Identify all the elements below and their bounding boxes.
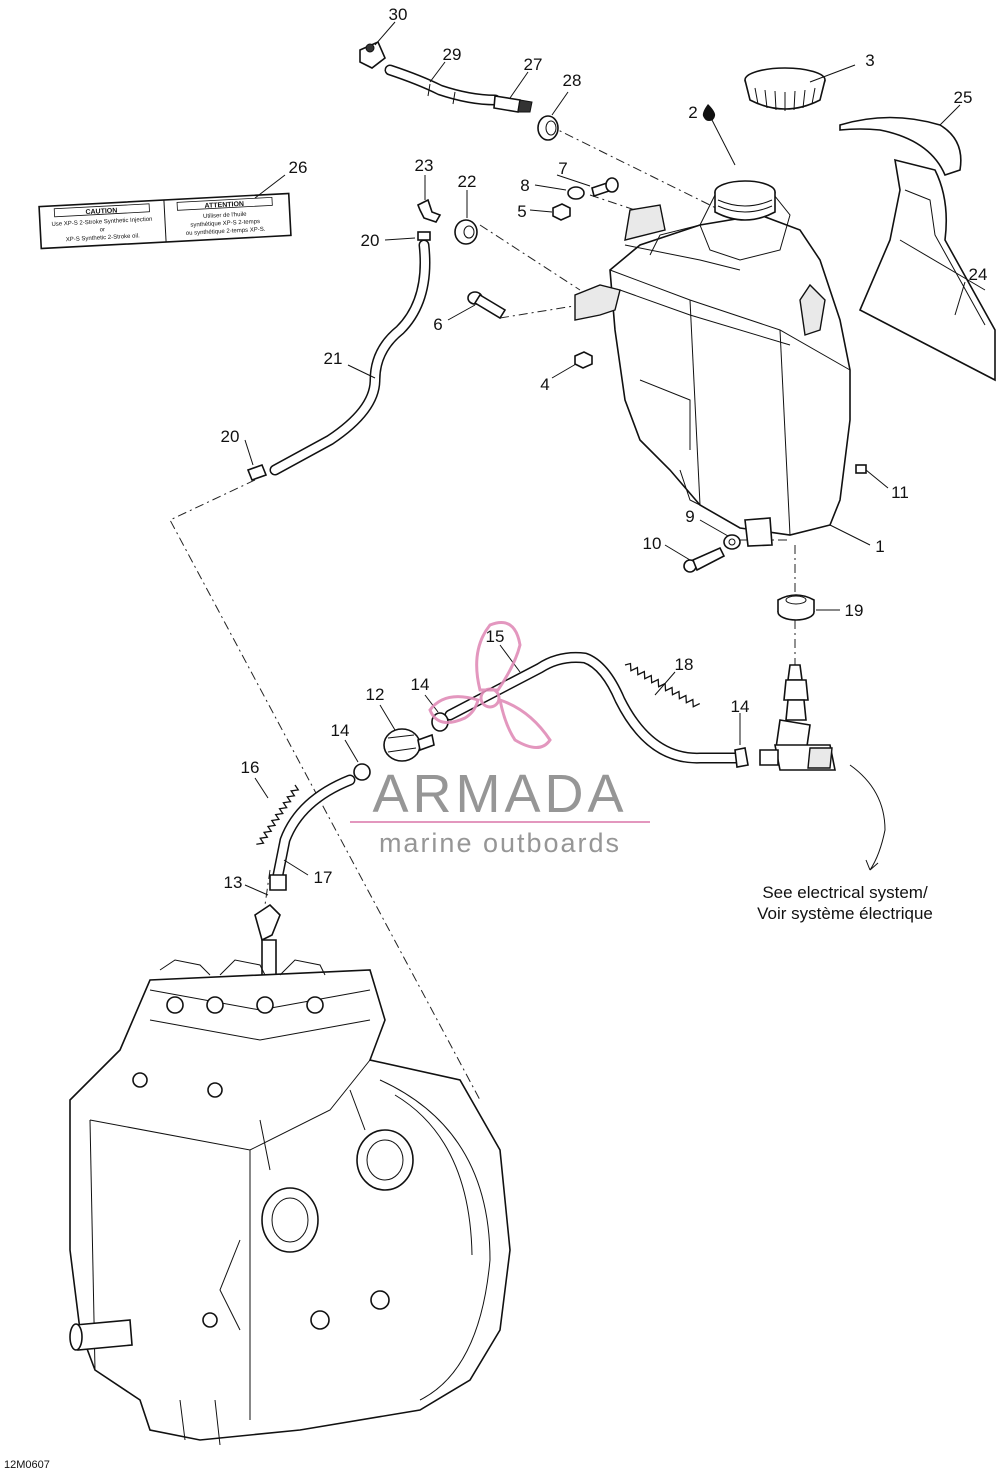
callout-6: 6 (433, 315, 442, 334)
spring-18 (624, 662, 701, 708)
callout-3: 3 (865, 51, 874, 70)
callout-28: 28 (563, 71, 582, 90)
engine-block (69, 959, 511, 1446)
vent-hose (246, 239, 431, 482)
callout-11: 11 (891, 483, 909, 502)
watermark-brand: ARMADA (372, 764, 627, 824)
decal-left-line-2: or (100, 227, 106, 233)
callout-26: 26 (289, 158, 308, 177)
callout-2: 2 (688, 103, 697, 122)
callout-7: 7 (558, 159, 567, 178)
callout-20-top: 20 (361, 231, 380, 250)
injection-line (254, 774, 356, 991)
decal-right-line-1: Utiliser de l'huile (203, 212, 247, 220)
callout-25: 25 (954, 88, 973, 107)
callout-10: 10 (643, 534, 662, 553)
callout-9: 9 (685, 507, 694, 526)
callout-30: 30 (389, 5, 408, 24)
note-line-1: See electrical system/ (762, 883, 928, 902)
oil-tank (574, 180, 851, 547)
callout-5: 5 (517, 202, 526, 221)
warning-decal: CAUTION ATTENTION Use XP-S 2-Stroke Synt… (38, 192, 292, 250)
callout-29: 29 (443, 45, 462, 64)
oil-tank-cap (744, 67, 826, 111)
callout-14-left: 14 (331, 721, 350, 740)
note-line-2: Voir système électrique (757, 904, 933, 923)
vent-line-parts (359, 40, 559, 141)
watermark-tagline: marine outboards (379, 828, 621, 858)
callout-15: 15 (486, 627, 505, 646)
oil-drop-icon (702, 104, 716, 121)
propeller-logo-icon (428, 621, 552, 749)
oil-level-sensor (759, 594, 836, 771)
tank-support-bracket (839, 116, 996, 382)
decal-left-line-3: XP-S Synthetic 2-Stroke oil. (66, 233, 141, 243)
decal-right-line-2: synthétique XP-S 2-temps (190, 219, 260, 229)
decal-left-heading: CAUTION (85, 207, 117, 216)
leader-lines (244, 21, 966, 896)
callout-27: 27 (524, 55, 543, 74)
decal-right-line-3: ou synthétique 2-temps XP-S. (186, 227, 266, 237)
callout-24: 24 (969, 265, 988, 284)
spring-16 (256, 784, 300, 845)
callout-18: 18 (675, 655, 694, 674)
callout-20-bottom: 20 (221, 427, 240, 446)
callout-4: 4 (540, 375, 549, 394)
armada-watermark: ARMADA marine outboards (350, 621, 650, 858)
callout-17: 17 (314, 868, 333, 887)
decal-left-line-1: Use XP-S 2-Stroke Synthetic Injection (51, 217, 152, 228)
callout-19: 19 (845, 601, 864, 620)
callout-labels: 1 2 3 4 5 6 7 8 9 10 11 12 13 14 14 14 1… (221, 5, 988, 892)
drawing-code: 12M0607 (4, 1459, 50, 1471)
callout-13: 13 (224, 873, 243, 892)
decal-right-heading: ATTENTION (204, 201, 244, 210)
callout-21: 21 (324, 349, 343, 368)
electrical-system-note: See electrical system/ Voir système élec… (757, 883, 933, 923)
callout-23: 23 (415, 156, 434, 175)
callout-12: 12 (366, 685, 385, 704)
callout-1: 1 (875, 537, 884, 556)
callout-22: 22 (458, 172, 477, 191)
callout-14-middle: 14 (411, 675, 430, 694)
callout-14-right: 14 (731, 697, 750, 716)
callout-16: 16 (241, 758, 260, 777)
mounting-hardware (416, 177, 867, 573)
callout-8: 8 (520, 176, 529, 195)
